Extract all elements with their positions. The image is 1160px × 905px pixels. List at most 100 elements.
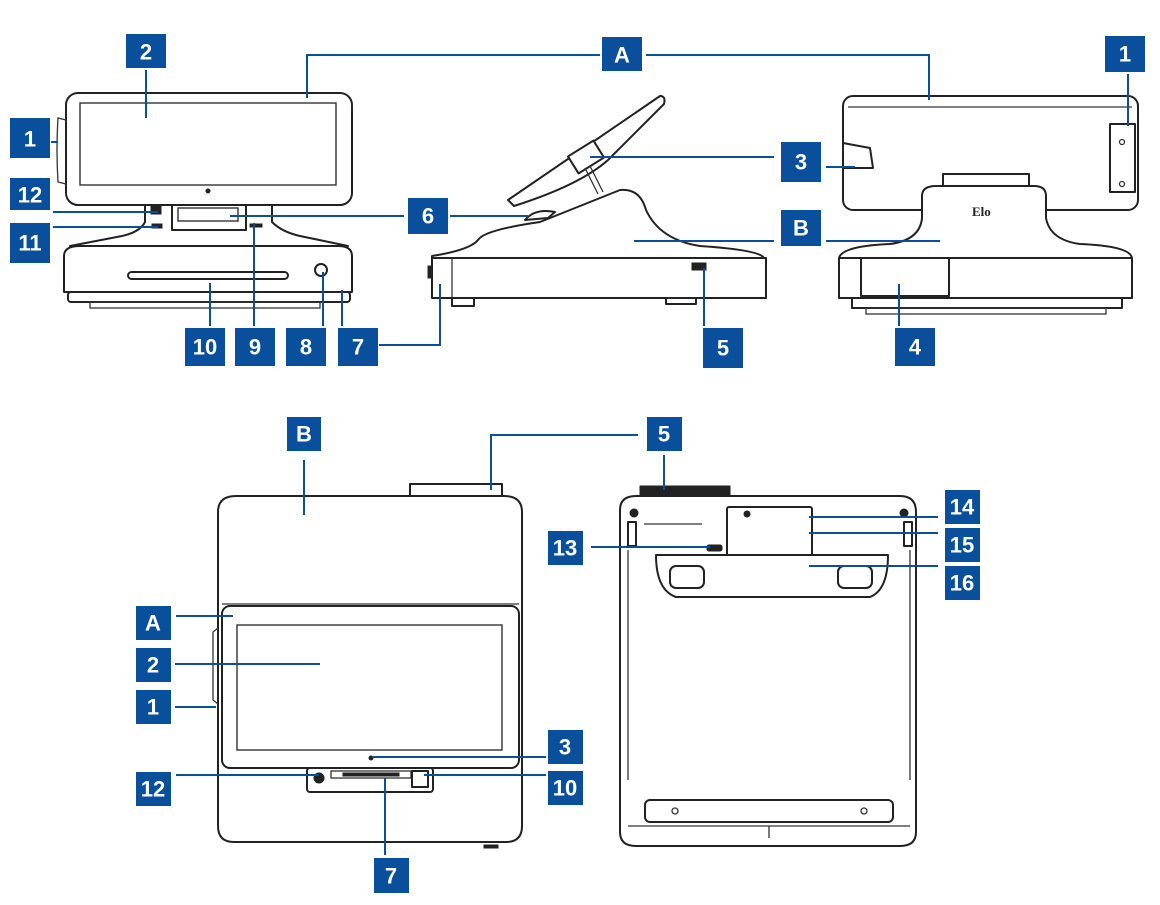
callout-front-11: 11 bbox=[10, 223, 50, 263]
top-rear-port bbox=[409, 483, 503, 497]
bottom-pad-left bbox=[669, 565, 705, 589]
svg-text:3: 3 bbox=[559, 735, 571, 760]
top-front-module bbox=[306, 767, 434, 793]
svg-text:2: 2 bbox=[140, 40, 152, 65]
callout-front-10: 10 bbox=[185, 328, 225, 366]
side-base bbox=[431, 257, 767, 299]
callout-bottom-15: 15 bbox=[945, 528, 980, 562]
bottom-view bbox=[619, 485, 917, 847]
front-speaker-grille bbox=[150, 205, 162, 215]
svg-text:16: 16 bbox=[950, 571, 974, 596]
rear-screw-1 bbox=[1118, 138, 1126, 146]
bottom-front-screw-right bbox=[860, 807, 868, 815]
side-view bbox=[427, 95, 767, 307]
leader-lines bbox=[51, 54, 1129, 855]
side-camera-module bbox=[566, 139, 606, 175]
callout-side-5: 5 bbox=[703, 328, 743, 368]
front-power-button bbox=[314, 263, 328, 277]
side-hinge bbox=[584, 165, 604, 195]
side-knob bbox=[524, 210, 556, 221]
bottom-pad-right bbox=[837, 565, 873, 589]
callout-top-3: 3 bbox=[548, 730, 583, 764]
leader-front-7-side bbox=[379, 284, 441, 346]
bottom-screw-tl bbox=[629, 508, 639, 518]
svg-text:5: 5 bbox=[658, 422, 670, 447]
callout-front-2: 2 bbox=[126, 34, 166, 68]
svg-text:8: 8 bbox=[300, 335, 312, 360]
svg-text:B: B bbox=[793, 216, 809, 241]
callout-front-1: 1 bbox=[10, 118, 50, 158]
side-foot-right bbox=[665, 297, 697, 305]
svg-text:A: A bbox=[614, 43, 630, 68]
bottom-panel-screw bbox=[743, 510, 751, 518]
front-neck-window bbox=[177, 207, 239, 222]
callout-top-2: 2 bbox=[136, 648, 171, 682]
svg-text:6: 6 bbox=[422, 204, 434, 229]
svg-text:10: 10 bbox=[193, 335, 217, 360]
callout-front-8: 8 bbox=[286, 328, 326, 366]
callout-side-3: 3 bbox=[781, 142, 821, 182]
callout-front-7: 7 bbox=[338, 328, 378, 366]
front-card-slot bbox=[127, 271, 289, 280]
bottom-front-bar bbox=[644, 799, 894, 823]
svg-text:7: 7 bbox=[385, 864, 397, 889]
callout-rear-4: 4 bbox=[895, 328, 935, 366]
svg-text:2: 2 bbox=[147, 653, 159, 678]
callout-front-12: 12 bbox=[10, 178, 50, 210]
rear-side-reader bbox=[1109, 123, 1136, 193]
bottom-front-screw-left bbox=[671, 807, 679, 815]
rear-base-foot bbox=[865, 307, 1107, 315]
svg-text:4: 4 bbox=[909, 335, 922, 360]
front-base bbox=[63, 245, 353, 293]
callout-side-6: 6 bbox=[408, 198, 448, 234]
top-display-screen bbox=[236, 624, 503, 751]
svg-text:12: 12 bbox=[141, 777, 165, 802]
svg-text:15: 15 bbox=[950, 533, 974, 558]
svg-text:B: B bbox=[296, 422, 312, 447]
callout-top-1: 1 bbox=[136, 690, 171, 724]
front-view bbox=[56, 92, 353, 309]
top-card-slot bbox=[342, 772, 400, 777]
rear-printer-door bbox=[860, 257, 950, 297]
svg-text:1: 1 bbox=[1119, 42, 1131, 67]
svg-text:1: 1 bbox=[24, 127, 36, 152]
rear-camera-module bbox=[842, 142, 874, 169]
callout-top-A: A bbox=[136, 606, 171, 640]
callout-top-12: 12 bbox=[136, 772, 171, 806]
front-display-screen bbox=[79, 102, 337, 186]
svg-text:13: 13 bbox=[553, 536, 577, 561]
svg-text:12: 12 bbox=[18, 183, 42, 208]
top-view bbox=[212, 483, 523, 849]
callout-rear-B-box: B bbox=[781, 210, 821, 246]
callout-top-B: B bbox=[287, 417, 321, 451]
svg-text:14: 14 bbox=[950, 495, 975, 520]
front-base-bottom bbox=[89, 301, 321, 309]
rear-callouts: 3 B bbox=[781, 142, 821, 246]
callout-rear-1: 1 bbox=[1105, 36, 1145, 72]
rear-screw-2 bbox=[1118, 180, 1126, 188]
side-usb-port bbox=[691, 262, 707, 271]
callout-top-7: 7 bbox=[374, 858, 409, 893]
callout-rear-3-box: 3 bbox=[781, 142, 821, 182]
svg-text:3: 3 bbox=[795, 150, 807, 175]
svg-text:11: 11 bbox=[18, 231, 41, 256]
side-button bbox=[427, 265, 433, 279]
callout-front-9: 9 bbox=[235, 328, 275, 366]
leader-top-5 bbox=[490, 434, 638, 490]
leader-A-rear bbox=[646, 54, 930, 100]
callout-side-B: B bbox=[781, 210, 821, 246]
leader-A-front bbox=[306, 54, 600, 98]
callout-bottom-14: 14 bbox=[945, 490, 980, 524]
callout-bottom-16: 16 bbox=[945, 566, 980, 600]
side-stand-body bbox=[431, 188, 765, 259]
bottom-screw-tr bbox=[899, 508, 909, 518]
svg-text:5: 5 bbox=[717, 336, 729, 361]
front-port-9 bbox=[249, 223, 263, 228]
callout-bottom-13: 13 bbox=[548, 531, 583, 565]
svg-text:1: 1 bbox=[147, 695, 159, 720]
front-camera-dot bbox=[205, 188, 211, 194]
svg-text:9: 9 bbox=[249, 335, 261, 360]
rear-base-bottom bbox=[851, 297, 1123, 309]
top-side-reader bbox=[212, 627, 219, 705]
